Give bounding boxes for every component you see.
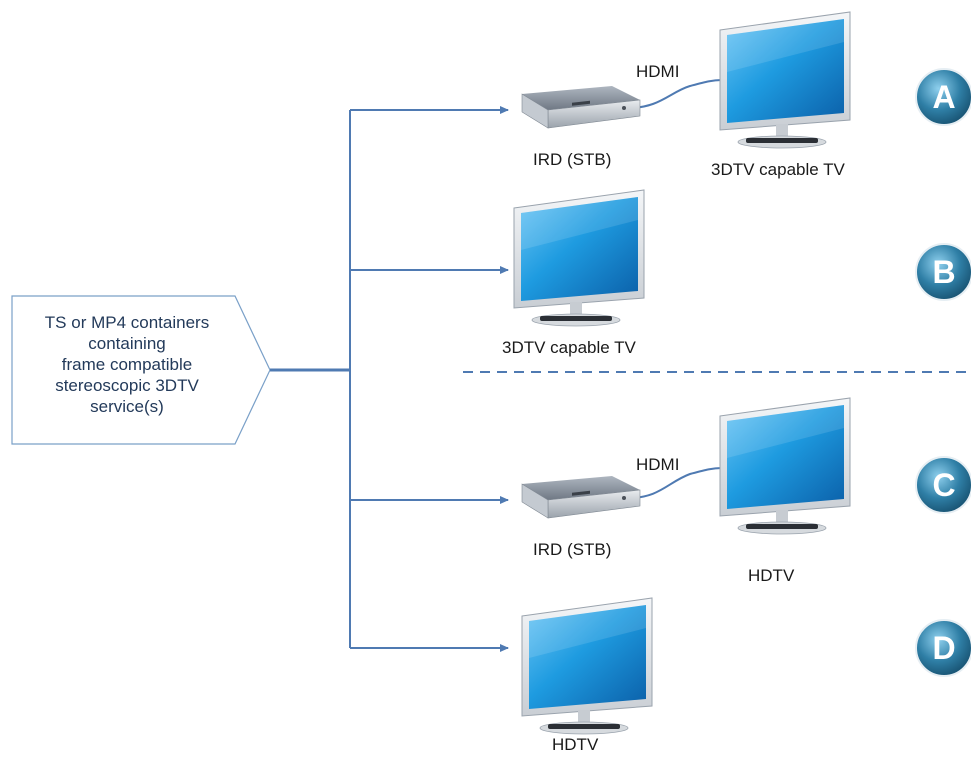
hdmi-cable-a (627, 79, 723, 109)
tv-label-a: 3DTV capable TV (711, 160, 845, 179)
tv-device-b (513, 189, 645, 327)
tv-device-c (719, 397, 851, 535)
source-line-3: frame compatible (61, 355, 193, 374)
tv-label-d: HDTV (552, 735, 599, 754)
badge-d: D (915, 619, 971, 677)
tv-device-d (521, 597, 653, 735)
badge-b-letter: B (932, 254, 955, 290)
hdmi-label-c: HDMI (636, 455, 680, 474)
stb-label-c: IRD (STB) (533, 540, 612, 559)
tv-label-c: HDTV (748, 566, 795, 585)
hdmi-cable-c (627, 467, 723, 499)
source-box-text: TS or MP4 containers containing frame co… (12, 312, 242, 417)
stb-device-c (521, 476, 641, 519)
badge-c: C (915, 456, 971, 514)
hdmi-label-a: HDMI (636, 62, 680, 81)
badge-a: A (915, 68, 971, 126)
source-line-1: TS or MP4 containers (44, 313, 210, 332)
badge-c-letter: C (932, 467, 955, 503)
stb-label-a: IRD (STB) (533, 150, 612, 169)
badge-b: B (915, 243, 971, 301)
tv-label-b: 3DTV capable TV (502, 338, 636, 357)
source-box (11, 295, 271, 445)
badge-a-letter: A (932, 79, 955, 115)
source-line-4: stereoscopic 3DTV (55, 376, 199, 395)
stb-device-a (521, 86, 641, 129)
source-line-2: containing (88, 334, 166, 353)
badge-d-letter: D (932, 630, 955, 666)
connector-lines (270, 106, 509, 652)
tv-device-a (719, 11, 851, 149)
source-line-5: service(s) (90, 397, 164, 416)
